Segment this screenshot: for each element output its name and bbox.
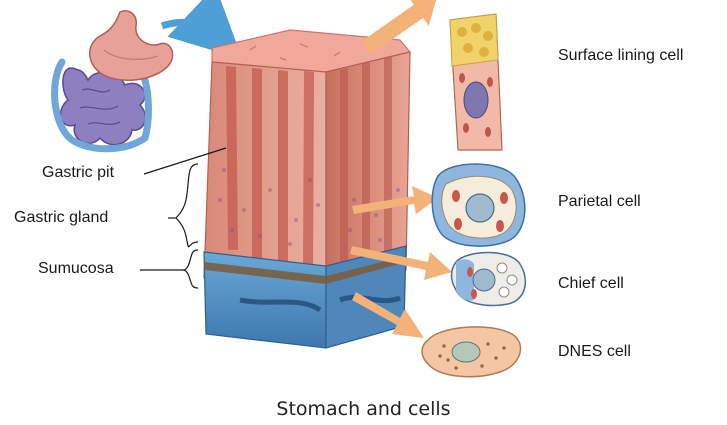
label-surface-lining-cell: Surface lining cell — [558, 48, 683, 64]
gastric-wall-block — [204, 30, 410, 348]
submucosa-brace — [182, 250, 198, 288]
stomach-intestine-illustration — [55, 11, 173, 149]
surface-lining-cell-illustration — [450, 14, 502, 150]
dnes-cell-illustration — [422, 327, 521, 377]
label-dnes-cell: DNES cell — [558, 344, 631, 360]
parietal-cell-illustration — [432, 164, 525, 246]
figure-caption: Stomach and cells — [0, 398, 727, 420]
label-chief-cell: Chief cell — [558, 276, 624, 292]
label-gastric-gland: Gastric gland — [14, 210, 108, 226]
label-submucosa: Sumucosa — [38, 261, 114, 277]
chief-cell-illustration — [452, 253, 526, 306]
stomach — [90, 11, 173, 80]
gastric-gland-brace — [176, 164, 198, 247]
label-gastric-pit: Gastric pit — [42, 165, 114, 181]
pointer-arrow-blue — [162, 22, 222, 40]
label-parietal-cell: Parietal cell — [558, 194, 641, 210]
